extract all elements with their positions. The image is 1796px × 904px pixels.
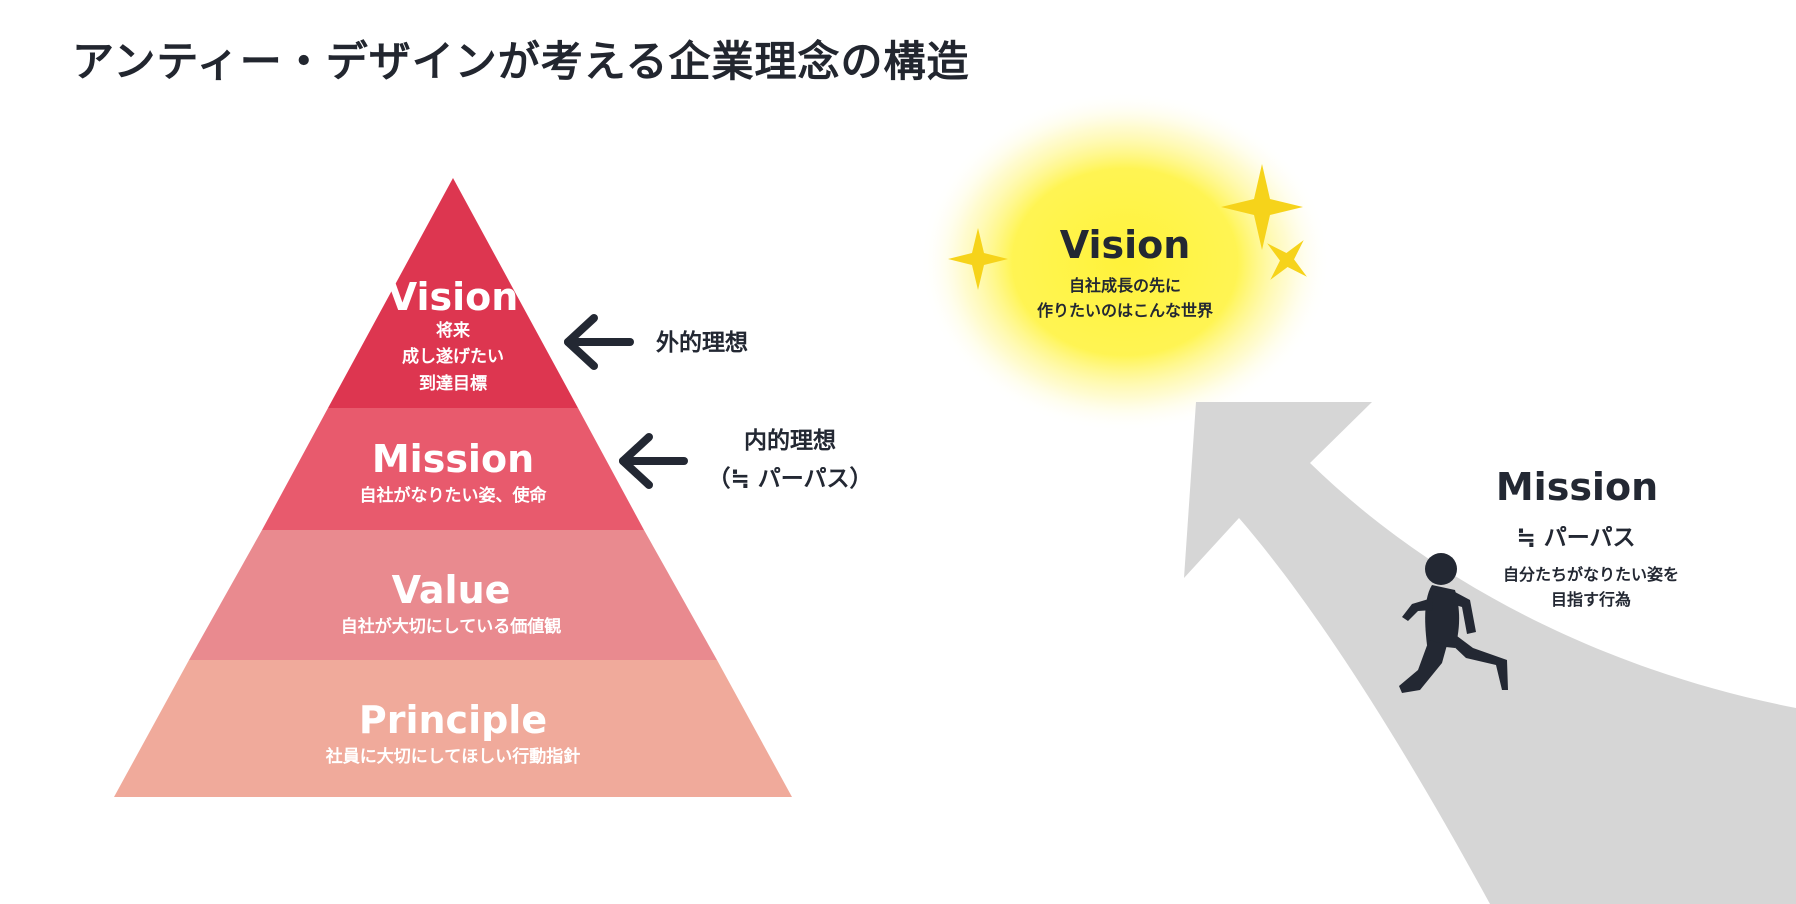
sparkle-icon xyxy=(1267,240,1307,280)
pyramid-vision-desc: 将来 xyxy=(436,320,471,341)
metaphor-mission-desc: 自分たちがなりたい姿を xyxy=(1503,565,1679,584)
external-ideal-label: 外的理想 xyxy=(656,329,748,356)
pyramid-layer-vision xyxy=(328,178,578,408)
pyramid-principle-label: Principle xyxy=(359,698,547,742)
metaphor-vision-desc: 自社成長の先に xyxy=(1069,276,1181,295)
page-title: アンティー・デザインが考える企業理念の構造 xyxy=(72,37,970,86)
sparkle-icon xyxy=(948,228,1008,290)
metaphor-mission-desc: 目指す行為 xyxy=(1551,590,1631,609)
arrow-left-icon xyxy=(564,314,634,370)
pyramid-layer-principle xyxy=(114,660,792,797)
pyramid-mission-label: Mission xyxy=(372,437,534,481)
sparkle-icon xyxy=(1221,164,1303,250)
pyramid-value-label: Value xyxy=(392,568,511,612)
pyramid-principle-desc: 社員に大切にしてほしい行動指針 xyxy=(325,746,581,767)
metaphor-vision-desc: 作りたいのはこんな世界 xyxy=(1037,301,1213,320)
curved-arrow-road-icon xyxy=(1184,402,1796,904)
pyramid-layer-value xyxy=(189,530,717,660)
pyramid-value-desc: 自社が大切にしている価値観 xyxy=(341,616,562,637)
vision-glow xyxy=(920,92,1330,432)
pyramid-mission-desc: 自社がなりたい姿、使命 xyxy=(360,485,548,506)
metaphor-mission-sub: ≒ パーパス xyxy=(1516,525,1635,551)
pyramid: Vision 将来 成し遂げたい 到達目標 Mission 自社がなりたい姿、使… xyxy=(114,178,792,797)
running-person-icon xyxy=(1399,553,1508,693)
internal-ideal-label: 内的理想 xyxy=(744,427,836,454)
internal-ideal-purpose: （≒ パーパス） xyxy=(707,465,872,492)
pyramid-vision-desc: 成し遂げたい xyxy=(402,346,504,367)
pyramid-layer-mission xyxy=(262,408,644,530)
pyramid-vision-label: Vision xyxy=(388,275,519,319)
pyramid-vision-desc: 到達目標 xyxy=(419,373,487,394)
metaphor-mission-label: Mission xyxy=(1496,465,1658,509)
metaphor-vision-label: Vision xyxy=(1060,223,1191,267)
arrow-left-icon xyxy=(619,433,688,489)
